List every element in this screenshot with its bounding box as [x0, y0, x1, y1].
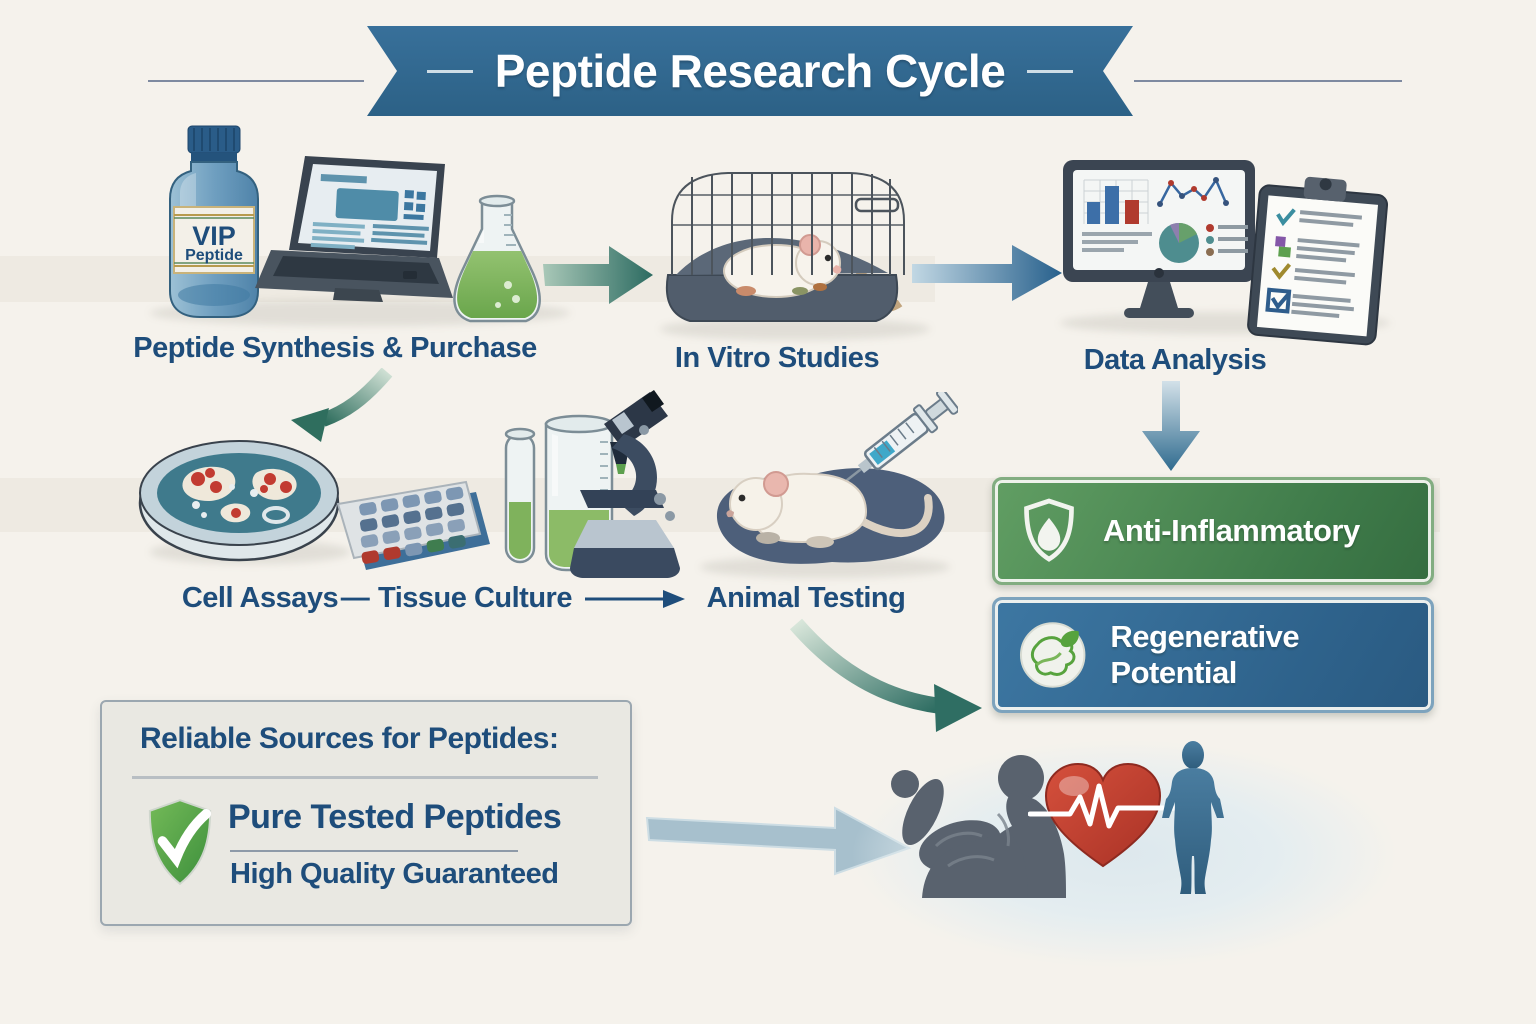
petri-dish-icon	[138, 440, 340, 562]
arrow-animal-to-results	[789, 618, 982, 732]
animal-testing-rat-icon	[716, 392, 958, 564]
sources-line2: High Quality Guaranteed	[230, 858, 559, 890]
regeneration-icon	[1019, 622, 1086, 688]
laptop-icon	[255, 156, 453, 302]
flask-icon	[453, 194, 541, 323]
arrow-tissue-to-animal	[585, 590, 685, 608]
sources-underline	[230, 850, 518, 852]
sources-line1: Pure Tested Peptides	[228, 798, 562, 836]
label-data-analysis: Data Analysis	[1083, 344, 1267, 376]
label-in-vitro-studies: In Vitro Studies	[674, 342, 880, 374]
label-tissue-culture: Tissue Culture	[378, 582, 572, 614]
arrow-analysis-to-outcomes	[1142, 381, 1200, 471]
clipboard-icon	[1247, 176, 1389, 346]
sources-divider	[132, 776, 598, 779]
microscope-icon	[570, 390, 680, 578]
vial-label-line1: VIP	[192, 221, 236, 251]
label-peptide-synthesis: Peptide Synthesis & Purchase	[133, 332, 537, 364]
sources-heading: Reliable Sources for Peptides:	[140, 722, 559, 755]
label-animal-testing: Animal Testing	[706, 582, 906, 614]
badge-anti-inflammatory-label: Anti-Inflammatory	[1103, 513, 1360, 548]
title-side-line-right	[1134, 80, 1402, 82]
analysis-monitor-icon	[1063, 160, 1255, 318]
banner-dash-right	[1027, 70, 1073, 73]
badge-regenerative-label: Regenerative Potential	[1110, 619, 1300, 690]
reliable-sources-box: Reliable Sources for Peptides: Pure Test…	[100, 700, 632, 926]
badge-regenerative-potential: Regenerative Potential	[992, 597, 1434, 713]
label-cell-assays: Cell Assays	[181, 582, 339, 614]
badge-anti-inflammatory: Anti-Inflammatory	[992, 477, 1434, 585]
arrow-synthesis-to-invitro	[543, 246, 653, 304]
banner-dash-left	[427, 70, 473, 73]
shield-icon	[1024, 498, 1074, 562]
title-side-line-left	[148, 80, 364, 82]
arrow-synthesis-to-cell-assays	[291, 368, 393, 442]
flow-separator: —	[340, 582, 370, 614]
muscle-figure-icon	[891, 755, 1066, 898]
rat-cage-icon	[665, 172, 905, 322]
heart-ekg-icon	[1028, 762, 1178, 868]
page-title: Peptide Research Cycle	[494, 45, 1006, 97]
well-plate-icon	[336, 480, 490, 570]
title-banner: Peptide Research Cycle	[367, 26, 1133, 116]
peptide-vial-icon: VIP Peptide	[169, 125, 259, 318]
human-figure-icon	[1162, 741, 1224, 894]
check-shield-icon	[148, 799, 212, 886]
arrow-invitro-to-analysis	[912, 245, 1062, 301]
vial-label-line2: Peptide	[185, 247, 243, 264]
